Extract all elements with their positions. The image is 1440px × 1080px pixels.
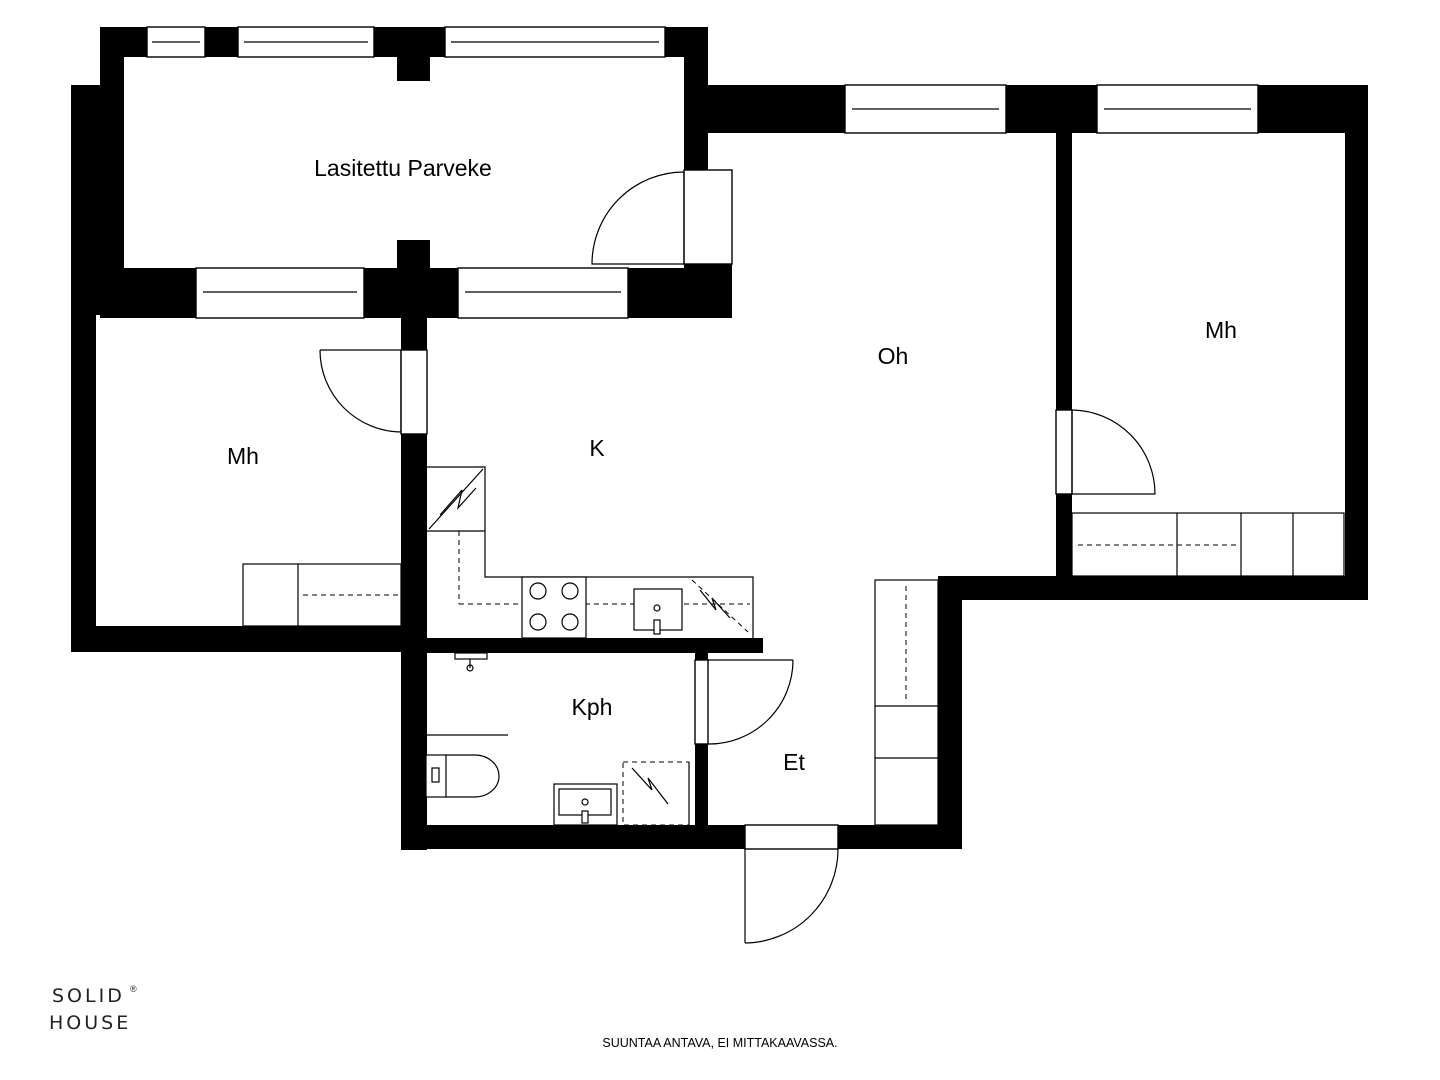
label-hallway: Et — [783, 749, 805, 775]
wardrobe-bedroom-left — [242, 563, 402, 627]
door-balcony — [591, 171, 685, 265]
windows — [146, 26, 1259, 850]
doors — [319, 171, 1156, 944]
label-bathroom: Kph — [572, 694, 613, 720]
bathroom-fixtures — [425, 652, 690, 826]
label-bedroom-left: Mh — [227, 443, 259, 469]
door-bathroom — [707, 659, 794, 745]
walls — [71, 27, 1368, 850]
disclaimer-text: SUUNTAA ANTAVA, EI MITTAKAAVASSA. — [602, 1036, 837, 1050]
label-balcony: Lasitettu Parveke — [314, 155, 492, 181]
label-bedroom-right: Mh — [1205, 317, 1237, 343]
door-bedroom-left — [319, 349, 402, 433]
door-entrance — [744, 848, 839, 944]
label-living-room: Oh — [878, 343, 909, 369]
solid-house-logo: SOLID ® HOUSE — [49, 984, 137, 1034]
door-bedroom-right — [1071, 409, 1156, 495]
hallway-cabinets — [874, 579, 939, 826]
logo-registered-mark: ® — [130, 984, 137, 994]
fixtures — [242, 466, 1345, 826]
label-kitchen: K — [589, 435, 605, 461]
kitchen-counter — [427, 466, 754, 639]
room-labels: Lasitettu Parveke Mh K Oh Mh Kph Et — [227, 155, 1237, 775]
wardrobe-bedroom-right — [1071, 512, 1345, 577]
logo-line-2: HOUSE — [49, 1012, 131, 1034]
logo-line-1: SOLID — [52, 985, 125, 1007]
